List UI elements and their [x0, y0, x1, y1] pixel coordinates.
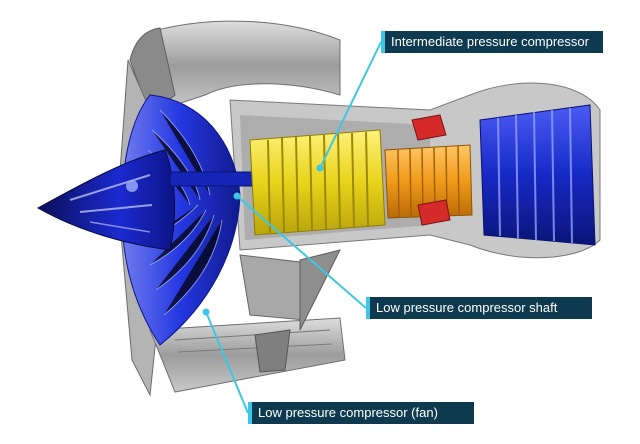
callout-label: Low pressure compressor shaft — [376, 300, 558, 315]
leader-dot-shaft — [233, 192, 241, 200]
callout-label: Low pressure compressor (fan) — [258, 405, 438, 420]
leader-dot-fan — [202, 308, 210, 316]
leader-line-fan — [205, 311, 249, 414]
high-pressure-compressor — [384, 144, 473, 219]
callout-tick — [248, 402, 252, 424]
leader-lines — [202, 41, 382, 414]
callout-label: Intermediate pressure compressor — [391, 34, 589, 49]
leader-line-ipc — [319, 41, 382, 169]
spinner-cone — [36, 149, 176, 251]
intermediate-pressure-compressor — [249, 129, 386, 236]
leader-line-shaft — [236, 195, 367, 309]
callout-intermediate-pressure-compressor: Intermediate pressure compressor — [381, 31, 603, 53]
callout-low-pressure-compressor-shaft: Low pressure compressor shaft — [366, 297, 592, 319]
lower-structure — [239, 249, 341, 373]
leader-dot-ipc — [316, 164, 324, 172]
turbine — [479, 104, 596, 246]
callout-tick — [381, 31, 385, 53]
combustor — [411, 114, 451, 226]
callout-low-pressure-compressor-fan: Low pressure compressor (fan) — [248, 402, 474, 424]
callout-tick — [366, 297, 370, 319]
